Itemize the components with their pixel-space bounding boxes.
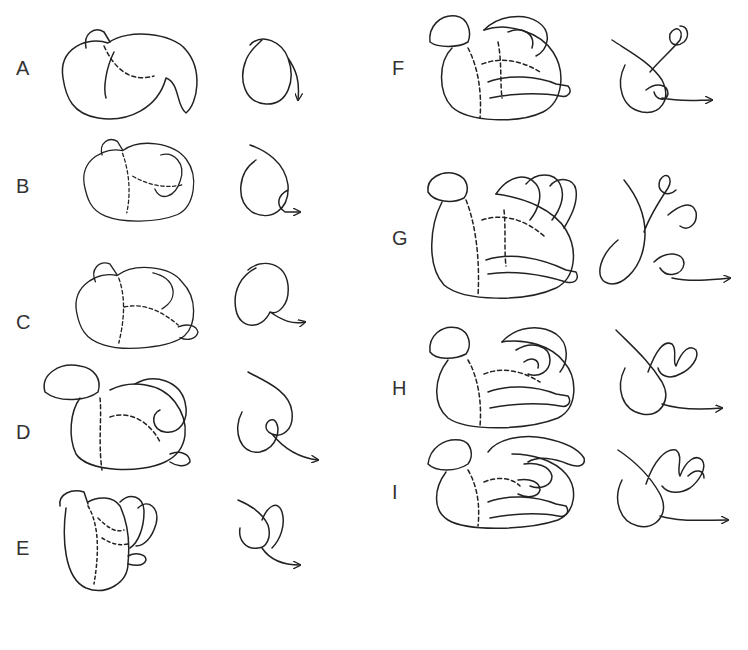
loop bbox=[120, 497, 157, 548]
outline bbox=[71, 384, 185, 469]
inner-line bbox=[466, 200, 544, 296]
inner-line bbox=[468, 470, 520, 526]
organ-sketch bbox=[44, 365, 190, 470]
path-sketch bbox=[616, 330, 722, 415]
outline bbox=[84, 143, 194, 221]
panel-letter: E bbox=[16, 538, 29, 558]
tail bbox=[128, 554, 146, 565]
path-sketch bbox=[612, 26, 712, 112]
organ-sketch bbox=[430, 16, 570, 120]
organ-sketch bbox=[430, 327, 574, 428]
panel-letter: I bbox=[392, 482, 398, 502]
inner-line bbox=[123, 153, 183, 213]
loop bbox=[488, 437, 584, 518]
loop-path bbox=[600, 175, 730, 283]
loop bbox=[155, 154, 182, 196]
path-sketch bbox=[238, 500, 300, 565]
neck bbox=[430, 16, 470, 47]
inner-line bbox=[88, 506, 128, 584]
panel-letter: B bbox=[16, 176, 29, 196]
organ-sketch bbox=[60, 491, 157, 591]
inner-line bbox=[468, 42, 540, 118]
neck bbox=[44, 365, 99, 399]
path-sketch bbox=[618, 450, 728, 527]
loop-path bbox=[238, 372, 318, 460]
loop-path bbox=[238, 500, 300, 565]
outline bbox=[62, 34, 197, 119]
inner-line bbox=[119, 278, 178, 343]
panel-letter: H bbox=[392, 378, 406, 398]
outline bbox=[442, 27, 561, 120]
outline bbox=[437, 454, 574, 528]
loop bbox=[486, 175, 577, 283]
organ-sketch bbox=[428, 437, 584, 529]
path-sketch bbox=[241, 145, 300, 216]
loop-path bbox=[241, 145, 300, 216]
organ-sketch bbox=[428, 173, 577, 298]
panel-letter: C bbox=[16, 312, 30, 332]
outline bbox=[64, 498, 128, 590]
outline bbox=[76, 267, 194, 348]
loop-path bbox=[612, 26, 712, 112]
neck bbox=[101, 140, 122, 155]
loop bbox=[135, 379, 186, 432]
loop-path bbox=[243, 39, 299, 104]
neck bbox=[428, 173, 467, 201]
organ-sketch bbox=[76, 263, 198, 348]
outline bbox=[437, 341, 574, 428]
panel-letter: A bbox=[16, 58, 29, 78]
panel-letter: F bbox=[392, 58, 404, 78]
panel-letter: G bbox=[392, 228, 408, 248]
loop-path bbox=[235, 263, 305, 325]
inner-line bbox=[105, 52, 114, 98]
tail bbox=[178, 325, 198, 339]
organ-sketch bbox=[62, 30, 197, 119]
loop-path bbox=[618, 450, 728, 527]
loop bbox=[484, 16, 570, 98]
organ-sketch bbox=[84, 140, 194, 221]
neck bbox=[85, 30, 110, 48]
neck bbox=[94, 263, 117, 282]
outline bbox=[432, 194, 574, 298]
tail bbox=[170, 452, 190, 465]
path-sketch bbox=[243, 39, 299, 104]
neck bbox=[430, 327, 469, 358]
panel-letter: D bbox=[16, 422, 30, 442]
inner-line bbox=[100, 398, 160, 470]
path-sketch bbox=[238, 372, 318, 460]
path-sketch bbox=[235, 263, 305, 325]
loop bbox=[488, 328, 570, 408]
neck bbox=[428, 440, 471, 470]
loop bbox=[153, 273, 173, 309]
neck bbox=[60, 491, 88, 506]
path-sketch bbox=[600, 175, 730, 283]
inner-line bbox=[468, 360, 540, 426]
loop-path bbox=[616, 330, 722, 415]
inner-line bbox=[104, 46, 154, 78]
